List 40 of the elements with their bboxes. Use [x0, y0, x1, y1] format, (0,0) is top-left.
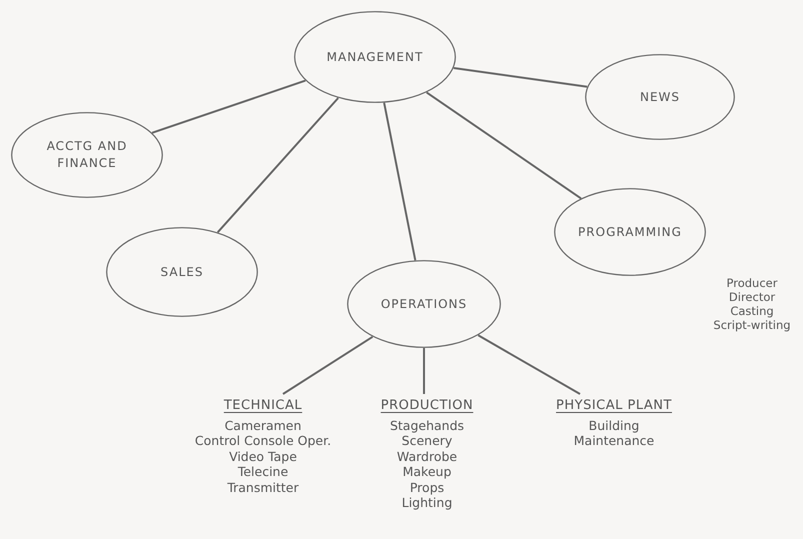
- ellipse-node: [11, 112, 163, 198]
- job-item: Video Tape: [229, 448, 297, 464]
- ellipse-node: [294, 11, 456, 103]
- job-item: Makeup: [402, 464, 452, 480]
- job-item: Stagehands: [390, 418, 464, 433]
- node-label: SALES: [160, 264, 204, 280]
- job-item: Producer: [726, 276, 778, 290]
- ellipse-node: [585, 54, 735, 140]
- node-label: OPERATIONS: [380, 296, 468, 312]
- node-label: MANAGEMENT: [326, 48, 424, 66]
- job-item: Telecine: [238, 464, 288, 480]
- node-label: PROGRAMMING: [578, 224, 682, 240]
- connector-line: [453, 67, 588, 88]
- department-heading: PRODUCTION: [380, 398, 474, 414]
- department-heading: PHYSICAL PLANT: [556, 398, 672, 414]
- ellipse-node: [554, 188, 706, 276]
- job-item: Maintenance: [574, 433, 654, 448]
- job-item: Casting: [730, 304, 774, 318]
- job-item: Lighting: [402, 495, 452, 510]
- connector-line: [383, 102, 416, 260]
- connector-line: [426, 92, 582, 200]
- job-item: Cameramen: [224, 418, 302, 433]
- connector-line: [478, 334, 580, 395]
- connector-line: [216, 97, 339, 233]
- connector-line: [152, 80, 306, 134]
- node-label: NEWS: [640, 88, 680, 106]
- ellipse-node: [347, 260, 501, 348]
- job-item: Props: [410, 480, 444, 495]
- connector-line: [423, 348, 425, 394]
- job-item: Wardrobe: [396, 448, 458, 464]
- job-item: Scenery: [402, 433, 452, 448]
- job-item: Control Console Oper.: [194, 433, 332, 448]
- node-label: ACCTG AND FINANCE: [46, 138, 128, 172]
- job-item: Transmitter: [227, 480, 299, 495]
- job-item: Director: [728, 290, 776, 304]
- department-heading: TECHNICAL: [224, 398, 302, 414]
- job-item: Script-writing: [713, 318, 791, 332]
- job-item: Building: [588, 418, 640, 433]
- connector-line: [282, 336, 374, 395]
- ellipse-node: [106, 227, 258, 317]
